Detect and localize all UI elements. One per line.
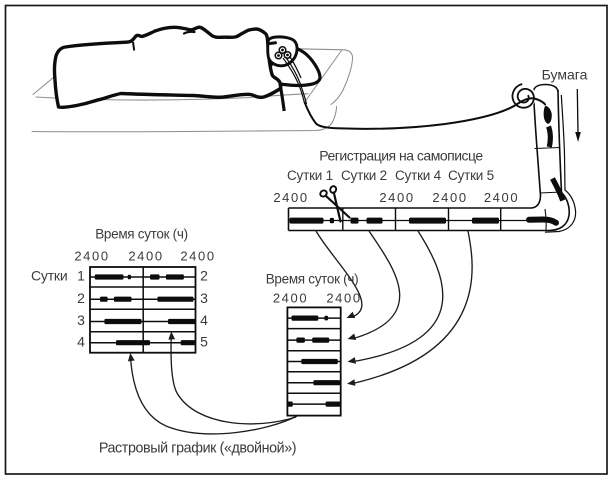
svg-text:Сутки 4: Сутки 4 [395,168,442,183]
svg-text:2400: 2400 [432,190,467,205]
svg-text:Сутки 2: Сутки 2 [341,168,387,183]
svg-text:2400: 2400 [484,190,519,205]
svg-text:2400: 2400 [128,249,163,264]
svg-text:Сутки 1: Сутки 1 [287,168,333,183]
svg-text:5: 5 [200,333,208,349]
svg-text:Растровый график («двойной»): Растровый график («двойной») [99,441,296,457]
svg-text:4: 4 [200,312,208,328]
svg-text:2400: 2400 [326,291,361,306]
svg-text:2400: 2400 [379,190,414,205]
svg-text:2400: 2400 [273,190,308,205]
svg-text:2400: 2400 [273,291,308,306]
svg-text:2: 2 [200,268,208,284]
svg-text:Время суток (ч): Время суток (ч) [95,227,188,242]
svg-text:2400: 2400 [74,249,109,264]
svg-text:3: 3 [77,312,85,328]
svg-text:Сутки: Сутки [31,268,67,284]
svg-text:Сутки 5: Сутки 5 [448,168,494,183]
svg-text:2400: 2400 [180,249,215,264]
svg-text:Регистрация на самописце: Регистрация на самописце [319,148,483,164]
svg-text:4: 4 [77,333,85,349]
svg-text:Бумага: Бумага [542,67,588,83]
svg-text:Время суток (ч): Время суток (ч) [266,272,359,287]
svg-text:2: 2 [77,290,85,306]
svg-text:3: 3 [200,290,208,306]
svg-text:1: 1 [77,268,85,284]
